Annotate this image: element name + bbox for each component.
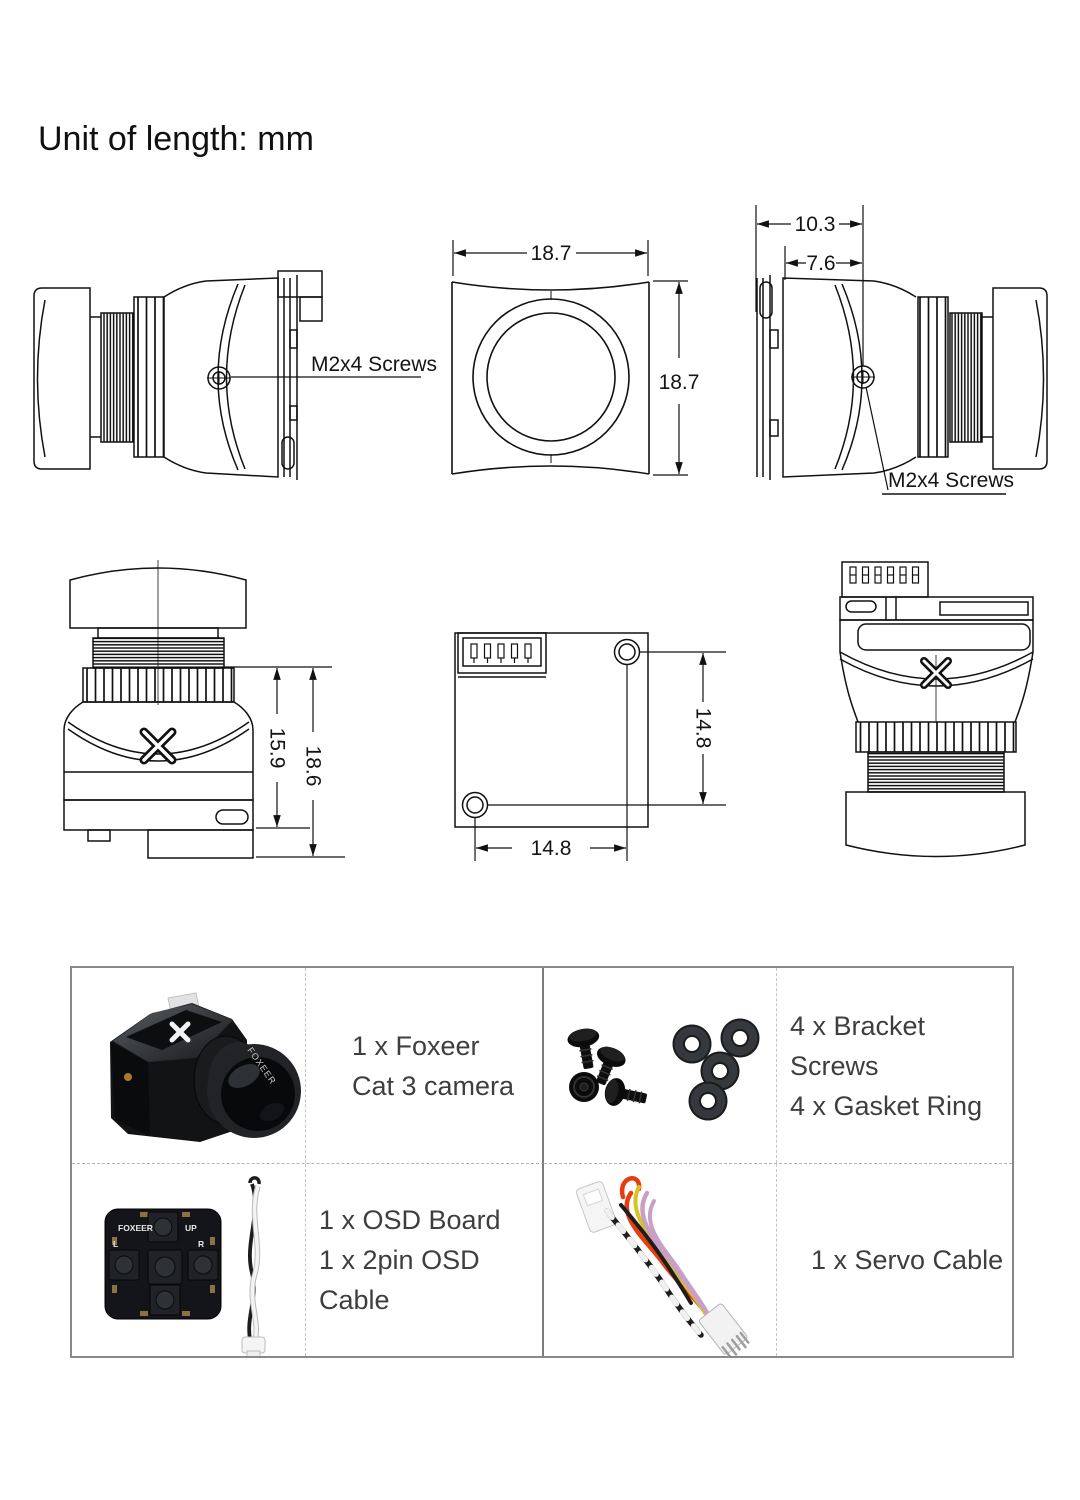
osd-cable-art [241, 1176, 266, 1356]
drawing-side-view-right [756, 275, 1048, 495]
dims-camera-lens-up [222, 666, 345, 858]
gasket-rings-art [672, 1018, 760, 1121]
dim-hole-spacing-horizontal: 14.8 [531, 837, 572, 860]
package-item-line: 1 x Foxeer [352, 1030, 480, 1061]
drawing-camera-lens-down [839, 561, 1034, 858]
package-item-line: 1 x OSD Board [319, 1205, 501, 1235]
package-item-line: 4 x Bracket Screws [790, 1010, 926, 1081]
screws-art [567, 1028, 647, 1106]
drawing-front-view [451, 281, 650, 475]
dim-front-width: 18.7 [531, 242, 572, 265]
dim-depth-inner: 7.6 [806, 252, 835, 275]
osd-up-text: UP [185, 1223, 197, 1233]
osd-right-text: R [198, 1239, 204, 1249]
package-item-line: 4 x Gasket Ring [790, 1090, 983, 1121]
dim-front-height: 18.7 [659, 371, 700, 394]
unit-note: Unit of length: mm [38, 120, 314, 158]
drawing-pcb-back [454, 632, 649, 828]
dims-pcb-back [474, 651, 726, 861]
dim-hole-spacing-vertical: 14.8 [692, 708, 715, 749]
package-item-line: Cat 3 camera [352, 1070, 515, 1101]
package-item-line: 1 x Servo Cable [811, 1245, 1004, 1275]
package-cell-camera: FOXEER 1 x Foxeer Cat 3 camera [72, 968, 544, 1164]
drawing-side-view-left [33, 270, 421, 480]
dims-side-view-right [755, 205, 864, 366]
label-m2x4-screws-left: M2x4 Screws [311, 353, 437, 376]
dim-depth-outer: 10.3 [795, 213, 836, 236]
osd-brand-text: FOXEER [118, 1223, 153, 1233]
package-cell-screws: 4 x Bracket Screws 4 x Gasket Ring [544, 968, 1012, 1164]
dim-height-inner: 15.9 [266, 728, 289, 769]
dim-height-outer: 18.6 [302, 746, 325, 787]
package-cell-osd: FOXEER UP L R [72, 1164, 544, 1356]
dims-front-view [452, 240, 688, 476]
camera-photo-art: FOXEER [110, 992, 301, 1142]
package-cell-servo: 1 x Servo Cable [544, 1164, 1012, 1356]
osd-board-art: FOXEER UP L R [104, 1208, 222, 1320]
servo-cable-photo [544, 1164, 777, 1356]
drawing-camera-lens-up [63, 560, 254, 859]
osd-left-text: L [113, 1239, 118, 1249]
package-contents-table: FOXEER 1 x Foxeer Cat 3 camera [70, 966, 1014, 1358]
screws-rings-photo [544, 968, 777, 1163]
servo-cable-art [575, 1176, 750, 1356]
osd-board-photo: FOXEER UP L R [72, 1164, 306, 1356]
label-m2x4-screws-right: M2x4 Screws [888, 469, 1014, 492]
package-item-line: 1 x 2pin OSD Cable [319, 1245, 480, 1315]
dimension-drawings: M2x4 Screws 18.7 18.7 [33, 205, 1048, 861]
camera-photo: FOXEER [72, 968, 306, 1163]
